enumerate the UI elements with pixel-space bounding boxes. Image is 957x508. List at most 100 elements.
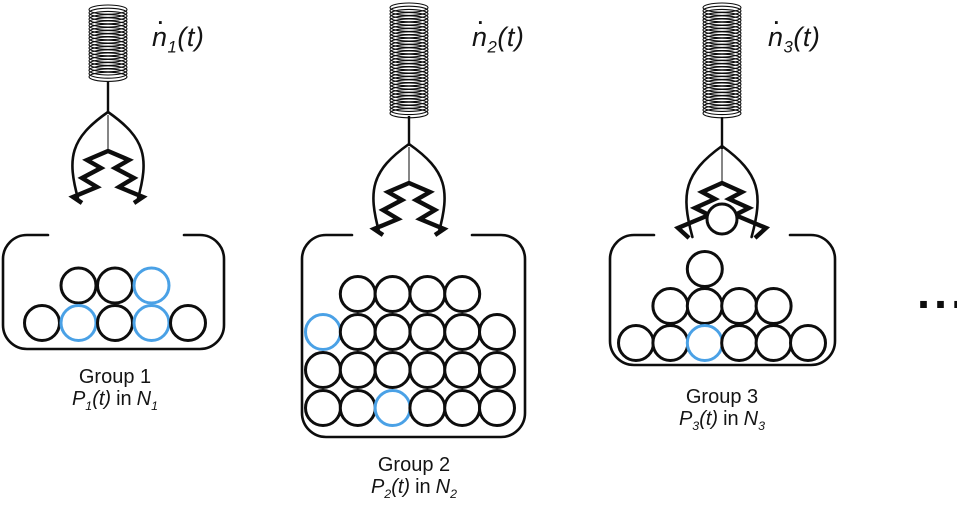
population-argument: (t) xyxy=(391,476,411,498)
rate-label-group1: ·n1(t) xyxy=(152,12,205,57)
n-dot-symbol: ·n xyxy=(768,12,784,53)
in-text: in xyxy=(116,388,132,410)
ball xyxy=(338,351,377,389)
population-subscript: 2 xyxy=(384,487,392,501)
derivative-dot: · xyxy=(157,12,165,34)
rate-base: n xyxy=(472,22,488,52)
ball xyxy=(754,324,793,362)
capacity-symbol: N xyxy=(136,388,152,410)
rate-argument: (t) xyxy=(497,22,525,52)
claw-housing xyxy=(685,144,759,239)
coil-icon xyxy=(389,104,429,116)
population-symbol: P xyxy=(370,476,385,498)
ball xyxy=(373,275,412,313)
derivative-dot: · xyxy=(477,12,485,34)
coil-icon xyxy=(88,71,128,82)
ball xyxy=(720,287,759,325)
population-symbol: P xyxy=(678,408,693,430)
claw-icon xyxy=(369,180,449,237)
ball xyxy=(651,287,690,325)
n-dot-symbol: ·n xyxy=(152,12,168,53)
ball xyxy=(338,313,377,351)
ball xyxy=(408,389,447,427)
ball xyxy=(373,351,412,389)
derivative-dot: · xyxy=(773,12,781,34)
ball-highlighted xyxy=(685,324,724,362)
ball xyxy=(169,304,207,342)
coil-icon xyxy=(88,68,128,79)
n-dot-symbol: ·n xyxy=(472,12,488,53)
ball xyxy=(478,313,516,351)
ball xyxy=(478,351,516,389)
ball-highlighted xyxy=(132,266,171,305)
in-text: in xyxy=(415,476,431,498)
rate-subscript: 2 xyxy=(487,37,498,57)
ball xyxy=(443,313,482,351)
rate-subscript: 3 xyxy=(783,37,794,57)
continuation-ellipsis: ... xyxy=(917,265,957,318)
population-argument: (t) xyxy=(699,408,719,430)
capacity-subscript: 3 xyxy=(758,419,766,433)
claw-icon xyxy=(68,148,148,205)
ball xyxy=(408,313,447,351)
ball xyxy=(304,351,342,389)
population-subscript: 3 xyxy=(692,419,700,433)
in-text: in xyxy=(723,408,739,430)
ball xyxy=(443,389,482,427)
ball xyxy=(96,304,134,342)
population-argument: (t) xyxy=(92,388,112,410)
rate-argument: (t) xyxy=(793,22,821,52)
population-symbol: P xyxy=(71,388,86,410)
coil-icon xyxy=(389,101,429,112)
capacity-symbol: N xyxy=(743,408,759,430)
ball xyxy=(23,304,61,342)
ball xyxy=(478,389,516,427)
coil-icon xyxy=(702,101,742,112)
group-container xyxy=(608,233,837,367)
group1-name: Group 1 xyxy=(78,366,152,388)
ball xyxy=(789,324,827,362)
rate-base: n xyxy=(152,22,168,52)
ball xyxy=(338,389,377,427)
coil-icon xyxy=(88,65,128,76)
ball xyxy=(617,324,655,362)
group3-name: Group 3 xyxy=(685,386,759,408)
ball xyxy=(408,275,447,313)
ball xyxy=(685,287,724,325)
ball-highlighted xyxy=(132,304,171,342)
ball-highlighted xyxy=(304,313,342,351)
claw-housing xyxy=(372,142,446,235)
ball xyxy=(373,313,412,351)
rate-argument: (t) xyxy=(177,22,205,52)
held-ball xyxy=(705,202,739,236)
capacity-subscript: 1 xyxy=(151,399,159,413)
rate-base: n xyxy=(768,22,784,52)
claw-housing xyxy=(71,110,145,202)
ball-highlighted xyxy=(373,389,412,427)
ball-highlighted xyxy=(59,304,98,342)
population-subscript: 1 xyxy=(85,399,93,413)
ball xyxy=(96,266,134,305)
ball xyxy=(651,324,690,362)
group2-name: Group 2 xyxy=(377,454,451,476)
ball xyxy=(408,351,447,389)
ball xyxy=(304,389,342,427)
rate-label-group2: ·n2(t) xyxy=(472,12,525,57)
ball xyxy=(685,250,724,288)
ball xyxy=(754,287,793,325)
capacity-symbol: N xyxy=(435,476,451,498)
coil-icon xyxy=(702,104,742,116)
ball xyxy=(443,275,482,313)
ball xyxy=(443,351,482,389)
ball xyxy=(59,266,98,305)
rate-label-group3: ·n3(t) xyxy=(768,12,821,57)
group-container xyxy=(300,233,527,439)
ball xyxy=(338,275,377,313)
capacity-subscript: 2 xyxy=(450,487,458,501)
group-container xyxy=(1,233,226,351)
